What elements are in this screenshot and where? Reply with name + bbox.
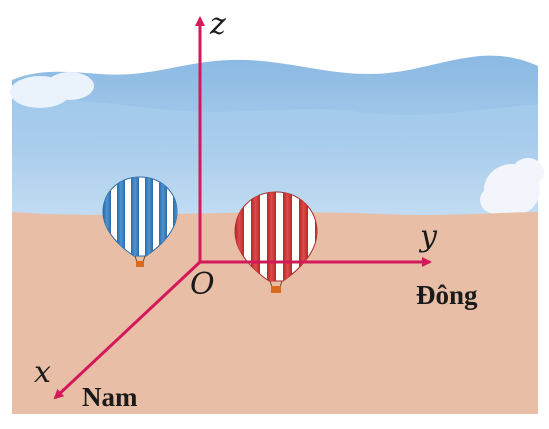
sky-highlight [12,98,538,148]
origin-label: O [190,267,215,302]
red-balloon-basket [271,286,281,293]
z-axis-label: z [209,7,226,42]
blue-balloon [102,176,178,267]
x-axis-label: x [34,355,51,390]
east-direction-label: Đông [416,280,478,310]
cloud-right [480,158,544,216]
y-axis-label: y [418,219,438,254]
cloud-left [10,72,94,108]
south-direction-label: Nam [82,382,138,412]
blue-balloon-basket [136,261,144,267]
red-balloon [234,191,318,293]
x-axis [53,260,202,400]
